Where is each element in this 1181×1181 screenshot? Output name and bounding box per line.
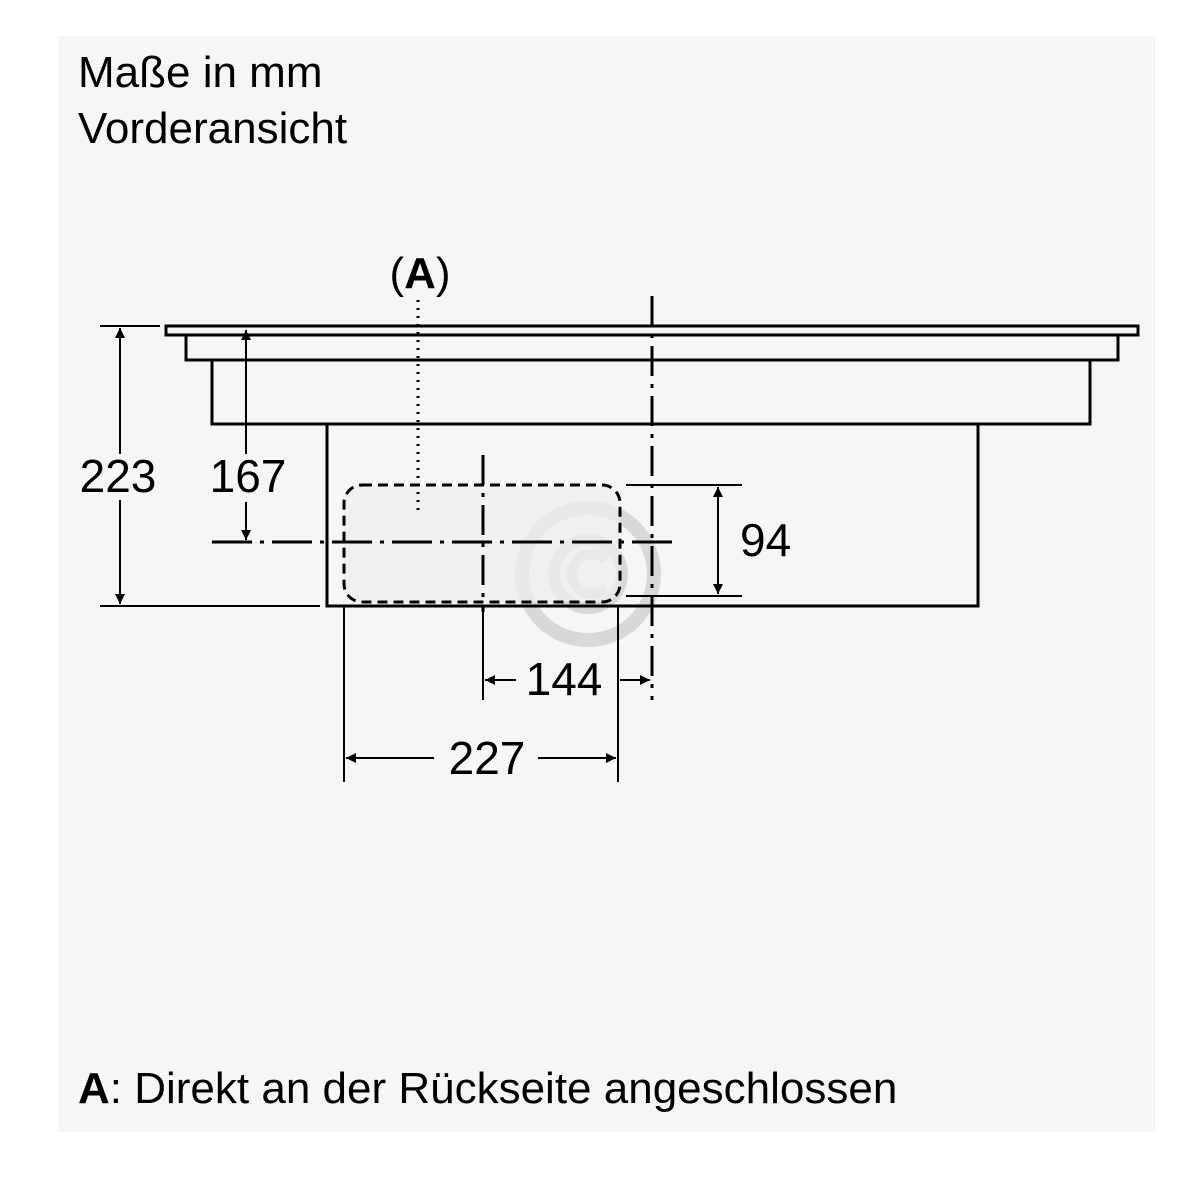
overall-height-label: 223 xyxy=(80,450,157,502)
legend-text: : Direkt an der Rückseite angeschlossen xyxy=(109,1064,898,1113)
connector-height-label: 94 xyxy=(740,514,791,566)
units-title: Maße in mm xyxy=(78,48,323,97)
legend-key: A xyxy=(78,1064,110,1113)
callout-label: (A) xyxy=(389,249,450,298)
axis-offset-label: 144 xyxy=(526,653,603,705)
center-lines xyxy=(212,296,678,700)
view-title: Vorderansicht xyxy=(78,104,348,153)
legend-note: A: Direkt an der Rückseite angeschlossen xyxy=(78,1063,897,1115)
connector-width-label: 227 xyxy=(449,732,526,784)
axis-height-label: 167 xyxy=(210,450,287,502)
extension-lines xyxy=(100,325,742,782)
